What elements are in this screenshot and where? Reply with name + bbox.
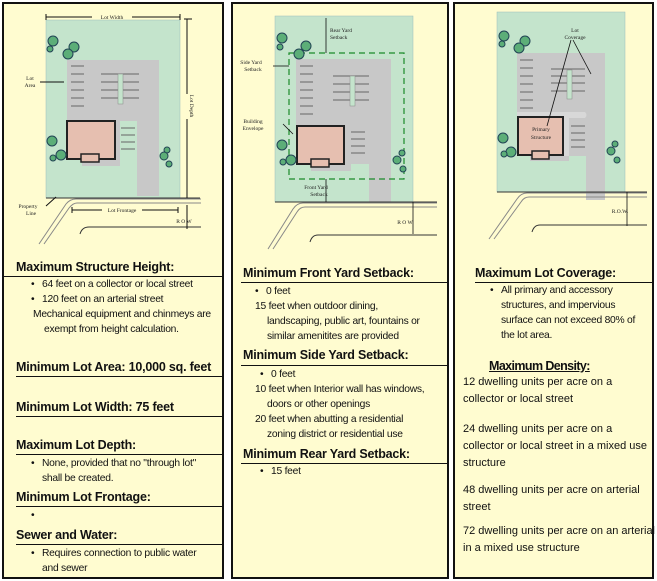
label-primary-structure-line1: Primary	[532, 127, 550, 133]
front-setback-bullet: 0 feet	[255, 284, 291, 299]
density-item: 24 dwelling units per acre on a collecto…	[463, 423, 648, 469]
heading-min-side-yard-setback: Minimum Side Yard Setback:	[243, 348, 409, 362]
trees	[276, 32, 407, 173]
side-setback-line1: 10 feet when Interior wall has windows,	[255, 384, 425, 395]
panel-height-lot: Lot Width Lot Depth Lot Area Property Li…	[2, 2, 224, 579]
height-bullet-collector: 64 feet on a collector or local street	[31, 277, 193, 292]
coverage-bullet-line3: surface can not exceed 80% of	[501, 315, 636, 326]
heading-min-lot-area: Minimum Lot Area: 10,000 sq. feet	[16, 360, 212, 374]
leader-lines	[546, 39, 628, 226]
label-row: R O W	[397, 220, 413, 226]
label-row: R.O.W.	[612, 209, 629, 215]
divider	[241, 365, 447, 366]
coverage-bullet-line4: the lot area.	[501, 330, 553, 341]
label-lot-coverage-line1: Lot	[571, 28, 579, 34]
label-lot-area-line2: Area	[25, 83, 36, 89]
divider	[16, 506, 222, 507]
heading-max-structure-height: Maximum Structure Height:	[16, 260, 175, 274]
road	[267, 202, 437, 250]
side-setback-line3: 20 feet when abutting a residential	[255, 414, 404, 425]
heading-min-rear-yard-setback: Minimum Rear Yard Setback:	[243, 447, 410, 461]
label-lot-width: Lot Width	[101, 15, 124, 21]
divider	[16, 376, 222, 377]
label-lot-depth: Lot Depth	[188, 95, 194, 118]
dimension-lines	[40, 14, 192, 229]
label-lot-coverage-line2: Coverage	[564, 35, 586, 41]
heading-min-lot-frontage: Minimum Lot Frontage:	[16, 490, 151, 504]
lot-depth-bullet-line1: None, provided that no "through lot"	[31, 456, 196, 471]
label-front-yard-line1: Front Yard	[304, 185, 328, 191]
density-item: 12 dwelling units per acre on a collecto…	[463, 376, 613, 405]
divider	[241, 282, 447, 283]
rear-setback-bullet: 15 feet	[260, 464, 301, 479]
lot-coverage-diagram: Lot Coverage Primary Structure R.O.W.	[488, 11, 647, 240]
road	[488, 192, 647, 240]
height-note-line2: exempt from height calculation.	[44, 324, 179, 335]
lot-depth-bullet-line2: shall be created.	[42, 473, 114, 484]
entry	[80, 153, 100, 163]
label-primary-structure-line2: Structure	[531, 135, 552, 141]
side-setback-bullet: 0 feet	[260, 367, 296, 382]
entry	[310, 158, 330, 168]
heading-max-lot-depth: Maximum Lot Depth:	[16, 438, 137, 452]
sewer-bullet-line1: Requires connection to public water	[31, 546, 197, 561]
height-note-line1: Mechanical equipment and chinmeys are	[33, 309, 211, 320]
median-strip	[349, 75, 356, 107]
side-setback-line2: doors or other openings	[267, 399, 371, 410]
front-setback-line1: 15 feet when outdoor dining,	[255, 301, 378, 312]
divider	[16, 544, 222, 545]
divider	[16, 454, 222, 455]
divider	[241, 463, 447, 464]
density-item: 48 dwelling units per acre on arterial s…	[463, 484, 640, 513]
coverage-bullet-line1: All primary and accessory	[490, 283, 613, 298]
heading-sewer-water: Sewer and Water:	[16, 528, 118, 542]
panel-coverage-density: Lot Coverage Primary Structure R.O.W. Ma…	[453, 2, 656, 579]
setback-diagram: Rear Yard Setback Side Yard Setback Buil…	[240, 15, 437, 250]
height-bullet-arterial: 120 feet on an arterial street	[31, 292, 164, 307]
front-setback-line2: landscaping, public art, fountains or	[267, 316, 420, 327]
label-building-envelope-line1: Building	[243, 119, 263, 125]
side-setback-line4: zoning district or residential use	[267, 429, 403, 440]
trees	[497, 30, 621, 164]
trees	[46, 35, 173, 168]
label-side-yard-line2: Setback	[244, 67, 262, 73]
front-setback-line3: similar amenitites are provided	[267, 331, 399, 342]
heading-max-lot-coverage: Maximum Lot Coverage:	[475, 266, 616, 280]
median-strip	[566, 69, 573, 100]
heading-max-density: Maximum Density:	[489, 359, 590, 373]
panel-setbacks: Rear Yard Setback Side Yard Setback Buil…	[231, 2, 449, 579]
coverage-bullet-line2: structures, and impervious	[501, 300, 616, 311]
label-rear-yard-line2: Setback	[330, 35, 348, 41]
divider	[16, 416, 222, 417]
label-building-envelope-line2: Envelope	[243, 126, 264, 132]
median-strip	[117, 73, 124, 105]
label-lot-area-line1: Lot	[26, 76, 34, 82]
leader-lines	[273, 18, 414, 234]
label-side-yard-line1: Side Yard	[240, 60, 262, 66]
density-item: 72 dwelling units per acre on an arteria…	[463, 525, 656, 554]
road	[38, 198, 201, 245]
label-property-line1: Property	[19, 204, 38, 210]
entry	[531, 150, 550, 160]
lot-dimensions-diagram: Lot Width Lot Depth Lot Area Property Li…	[19, 14, 201, 245]
label-rear-yard-line1: Rear Yard	[330, 28, 352, 34]
heading-min-front-yard-setback: Minimum Front Yard Setback:	[243, 266, 414, 280]
label-lot-frontage: Lot Frontage	[108, 208, 137, 214]
building	[66, 120, 116, 160]
label-front-yard-line2: Setback	[310, 192, 328, 198]
sewer-bullet-line2: and sewer	[42, 563, 88, 574]
label-property-line2: Line	[26, 211, 37, 217]
label-row: R O W	[176, 219, 192, 225]
heading-min-lot-width: Minimum Lot Width: 75 feet	[16, 400, 174, 414]
